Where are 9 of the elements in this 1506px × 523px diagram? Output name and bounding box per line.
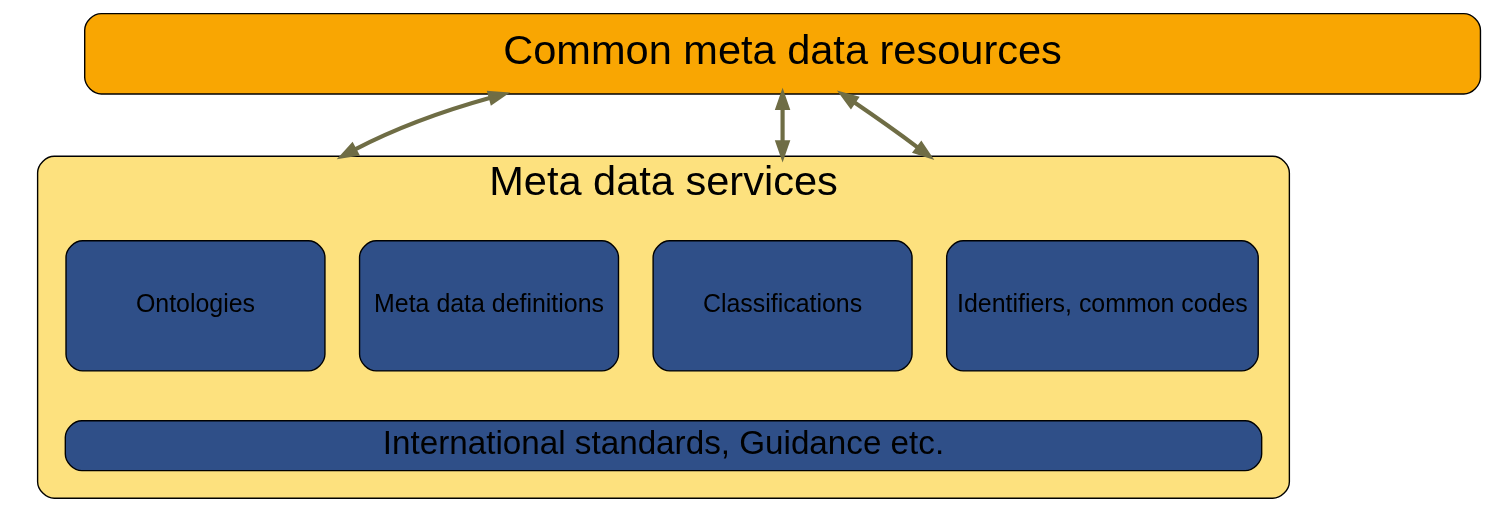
arrow — [836, 90, 934, 161]
arrow — [774, 87, 790, 163]
node-box: Identifiers, common codes — [945, 240, 1259, 372]
node-box: Meta data definitions — [358, 240, 619, 372]
node-box: International standards, Guidance etc. — [64, 420, 1262, 472]
node-box: Classifications — [651, 240, 913, 372]
node-box: Ontologies — [64, 240, 326, 372]
node-box: Common meta data resources — [83, 12, 1481, 95]
arrow — [336, 90, 510, 160]
